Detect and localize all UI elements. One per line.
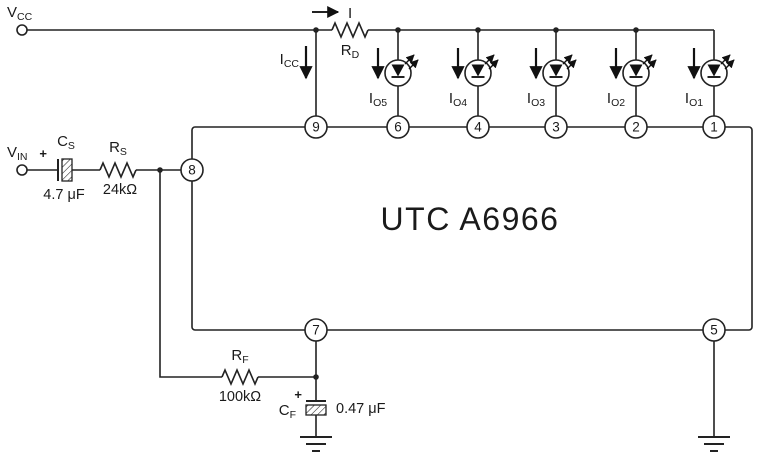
rs-label: RS xyxy=(109,139,127,158)
led-1-anode xyxy=(707,64,721,77)
pin-1-label: 1 xyxy=(710,120,718,135)
io1-label: IO1 xyxy=(685,90,703,109)
led-5-anode xyxy=(391,64,405,77)
pin-1 xyxy=(702,115,726,139)
input-network: VIN + CS 4.7 μF RS 24kΩ xyxy=(7,133,181,203)
pin-8-label: 8 xyxy=(188,163,196,178)
icc-label: ICC xyxy=(280,51,300,70)
io2-label: IO2 xyxy=(607,90,625,109)
pin-2 xyxy=(624,115,648,139)
pin-4-label: 4 xyxy=(474,120,482,135)
rf-value: 100kΩ xyxy=(219,389,261,405)
feedback-network: RF 100kΩ xyxy=(159,170,319,405)
resistor-rs xyxy=(99,160,137,180)
capacitor-cf-icon xyxy=(305,404,327,416)
vin-label: VIN xyxy=(7,144,28,163)
pin-7 xyxy=(304,318,328,342)
capacitor-cs-icon xyxy=(61,158,73,182)
led-branch-4: IO4 xyxy=(449,30,499,116)
ic-body: UTC A6966 9 6 4 3 2 1 8 7 5 xyxy=(180,115,753,342)
pin-7-label: 7 xyxy=(312,323,320,338)
pin-3-label: 3 xyxy=(552,120,560,135)
pin-9-label: 9 xyxy=(312,120,320,135)
rs-value: 24kΩ xyxy=(103,182,137,198)
rf-label: RF xyxy=(231,347,248,366)
led-branch-2: IO2 xyxy=(607,30,657,116)
ground-icon xyxy=(698,436,730,452)
cs-polarity: + xyxy=(39,146,47,161)
io4-label: IO4 xyxy=(449,90,467,109)
rd-label: RD xyxy=(341,42,360,61)
led-branch-3: IO3 xyxy=(527,30,577,116)
led-1-emission-arrow xyxy=(724,59,735,70)
wire-input-to-rf xyxy=(159,170,222,378)
ic-title: UTC A6966 xyxy=(381,201,560,237)
pin-6 xyxy=(386,115,410,139)
vcc-label: VCC xyxy=(7,4,33,23)
cs-value: 4.7 μF xyxy=(43,187,85,203)
pin5-ground-branch xyxy=(698,341,730,452)
cf-label: CF xyxy=(279,402,296,421)
vin-terminal xyxy=(16,164,28,176)
pin-8 xyxy=(180,158,204,182)
led-3-anode xyxy=(549,64,563,77)
led-2-emission-arrow xyxy=(646,59,657,70)
io3-label: IO3 xyxy=(527,90,545,109)
pin-3 xyxy=(544,115,568,139)
cf-ground-branch: + CF 0.47 μF xyxy=(279,341,386,452)
pin-4 xyxy=(466,115,490,139)
io5-label: IO5 xyxy=(369,90,387,109)
pin-5 xyxy=(702,318,726,342)
led-branch-5: IO5 xyxy=(369,30,419,116)
pin-9 xyxy=(304,115,328,139)
led-branch-1: IO1 xyxy=(685,30,735,116)
current-i-label: I xyxy=(348,5,352,22)
power-rail: VCC I RD xyxy=(7,4,714,61)
led-2-emission-arrow xyxy=(642,54,653,65)
led-4-emission-arrow xyxy=(484,54,495,65)
pin-6-label: 6 xyxy=(394,120,402,135)
led-4-anode xyxy=(471,64,485,77)
resistor-rd xyxy=(331,20,369,40)
led-5-emission-arrow xyxy=(408,59,419,70)
led-3-emission-arrow xyxy=(562,54,573,65)
cs-label: CS xyxy=(57,133,75,152)
resistor-rf xyxy=(221,367,259,387)
cf-value: 0.47 μF xyxy=(336,401,386,417)
pin-5-label: 5 xyxy=(710,323,718,338)
led-5-emission-arrow xyxy=(404,54,415,65)
led-2-anode xyxy=(629,64,643,77)
ground-icon xyxy=(300,436,332,452)
led-4-emission-arrow xyxy=(488,59,499,70)
led-1-emission-arrow xyxy=(720,54,731,65)
vcc-terminal xyxy=(16,24,28,36)
pin-2-label: 2 xyxy=(632,120,640,135)
led-3-emission-arrow xyxy=(566,59,577,70)
cf-polarity: + xyxy=(294,387,302,402)
icc-branch: ICC xyxy=(280,30,317,116)
